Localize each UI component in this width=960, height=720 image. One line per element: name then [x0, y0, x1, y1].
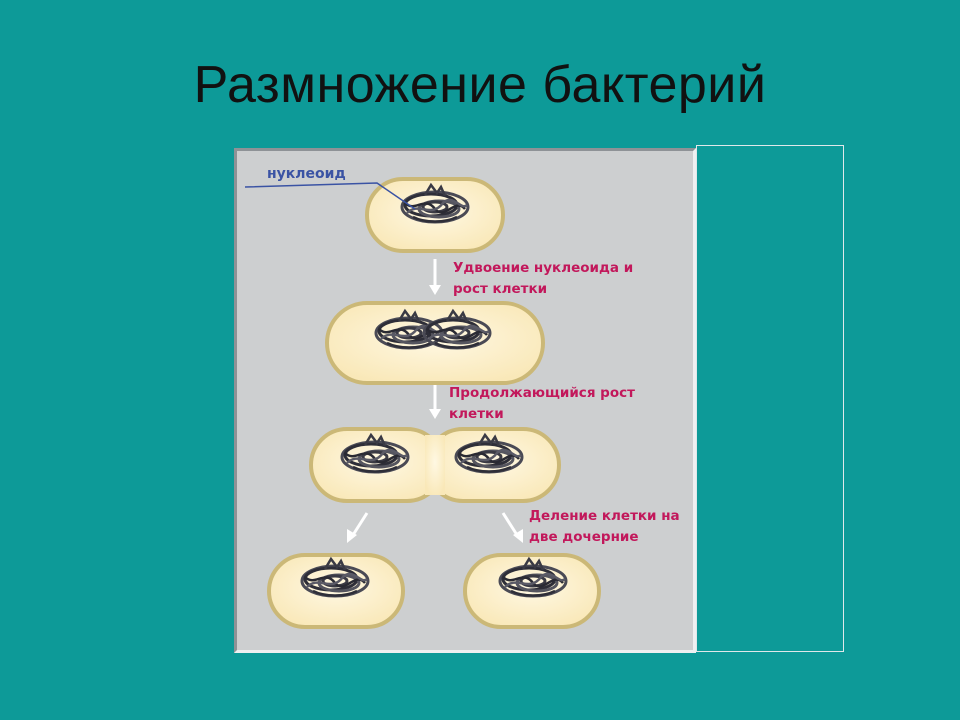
slide-title: Размножение бактерий	[193, 56, 767, 114]
nucleoid-label: нуклеоид	[267, 166, 346, 182]
step2-line2: клетки	[449, 406, 504, 422]
diagram-svg: нуклеоид Удвоение нуклеоида и рост клетк…	[244, 166, 680, 629]
diagram-panel: нуклеоид Удвоение нуклеоида и рост клетк…	[234, 148, 696, 653]
down-arrow-2	[429, 385, 441, 419]
step2-line1: Продолжающийся рост	[449, 385, 635, 401]
diagonal-arrow-left	[347, 512, 369, 543]
step1-line2: рост клетки	[453, 281, 547, 297]
step3-line1: Деление клетки на	[529, 508, 680, 524]
down-arrow-1	[429, 259, 441, 295]
step3-line2: две дочерние	[529, 529, 639, 545]
nucleoid-pointer	[244, 182, 416, 210]
diagonal-arrow-right	[501, 512, 523, 543]
step1-line1: Удвоение нуклеоида и	[453, 260, 633, 276]
empty-frame	[696, 145, 844, 652]
